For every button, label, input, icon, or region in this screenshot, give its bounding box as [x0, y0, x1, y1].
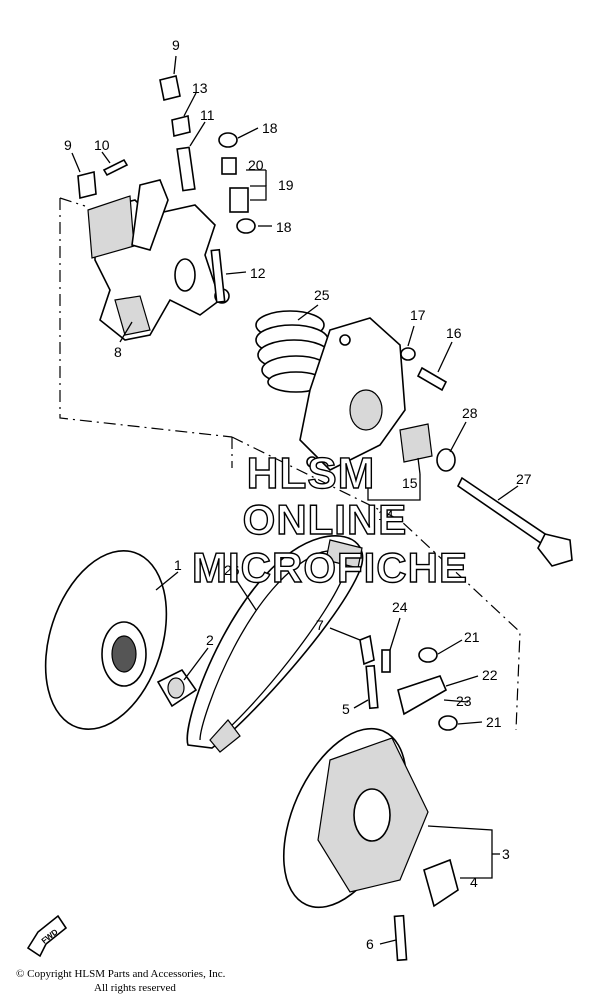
- callout-19: 19: [278, 177, 294, 193]
- watermark-line3: MICROFICHE: [192, 544, 468, 591]
- washer-part-17: [400, 347, 416, 361]
- callout-2: 2: [206, 632, 214, 648]
- pin-part-10: [102, 158, 129, 177]
- callout-9b: 9: [64, 137, 72, 153]
- fixed-sheave-part-1: [44, 550, 168, 730]
- callout-14: 14: [378, 507, 394, 523]
- callout-27: 27: [516, 471, 532, 487]
- washer-part-18a: [218, 132, 238, 148]
- forward-arrow-badge: FWD: [26, 914, 68, 958]
- pin-part-7: [359, 634, 375, 666]
- bushing-part-20: [221, 157, 237, 175]
- callout-10: 10: [94, 137, 110, 153]
- bushing-part-15: [399, 423, 433, 463]
- callout-24: 24: [392, 599, 408, 615]
- callout-3: 3: [502, 846, 510, 862]
- clip-part-9b: [77, 170, 97, 200]
- callout-12: 12: [250, 265, 266, 281]
- callout-labels: 9 13 11 18 9 10 20 19 18 12 8 25 17 16 2…: [64, 37, 532, 952]
- washer-part-28: [436, 448, 456, 472]
- callout-28: 28: [462, 405, 478, 421]
- callout-5: 5: [342, 701, 350, 717]
- callout-13: 13: [192, 80, 208, 96]
- callout-25: 25: [314, 287, 330, 303]
- callout-6: 6: [366, 936, 374, 952]
- washer-part-21b: [438, 715, 458, 731]
- bushing-part-4: [423, 858, 459, 908]
- callout-23: 23: [456, 693, 472, 709]
- callout-21a: 21: [464, 629, 480, 645]
- drive-belt-part-26: [186, 535, 364, 753]
- leader-lines: [71, 55, 519, 945]
- callout-11: 11: [200, 107, 215, 123]
- callout-8: 8: [114, 344, 122, 360]
- callout-22: 22: [482, 667, 498, 683]
- washer-part-21a: [418, 647, 438, 663]
- pin-part-11: [176, 146, 196, 192]
- bolt-part-12: [210, 248, 226, 304]
- callout-9a: 9: [172, 37, 180, 53]
- watermark: HLSM ONLINE MICROFICHE: [191, 448, 468, 591]
- spring-part-25: [255, 310, 331, 393]
- movable-sheave-part-3: [282, 634, 459, 962]
- pin-part-24: [381, 649, 391, 673]
- pin-part-5: [365, 664, 379, 710]
- washer-part-18b: [236, 218, 256, 234]
- callout-4: 4: [470, 874, 478, 890]
- copyright-line2: All rights reserved: [94, 982, 176, 994]
- callout-7: 7: [316, 617, 324, 633]
- callout-18a: 18: [262, 120, 278, 136]
- weight-part-22: [397, 675, 448, 716]
- nut-part-13: [171, 115, 191, 137]
- assembly-outline: [59, 197, 521, 731]
- clip-part-9a: [159, 75, 181, 101]
- bolt-part-6: [393, 914, 408, 962]
- callout-18b: 18: [276, 219, 292, 235]
- copyright-line1: © Copyright HLSM Parts and Accessories, …: [16, 968, 226, 980]
- cover-plate-part: [299, 317, 456, 472]
- nut-part-2: [156, 668, 198, 708]
- screw-part-16: [416, 366, 448, 392]
- callout-21b: 21: [486, 714, 502, 730]
- bolt-part-27: [456, 476, 573, 567]
- callout-1: 1: [174, 557, 182, 573]
- small-parts-top: [77, 75, 256, 304]
- watermark-line1: HLSM: [247, 449, 376, 498]
- callout-17: 17: [410, 307, 426, 323]
- callout-16: 16: [446, 325, 462, 341]
- callout-15: 15: [402, 475, 418, 491]
- copyright-notice: © Copyright HLSM Parts and Accessories, …: [16, 967, 276, 995]
- spider-hub-part: [87, 179, 230, 341]
- watermark-line2: ONLINE: [243, 496, 408, 543]
- bushing-part-19: [229, 187, 249, 213]
- callout-20: 20: [248, 157, 264, 173]
- callout-26: 26: [224, 562, 240, 578]
